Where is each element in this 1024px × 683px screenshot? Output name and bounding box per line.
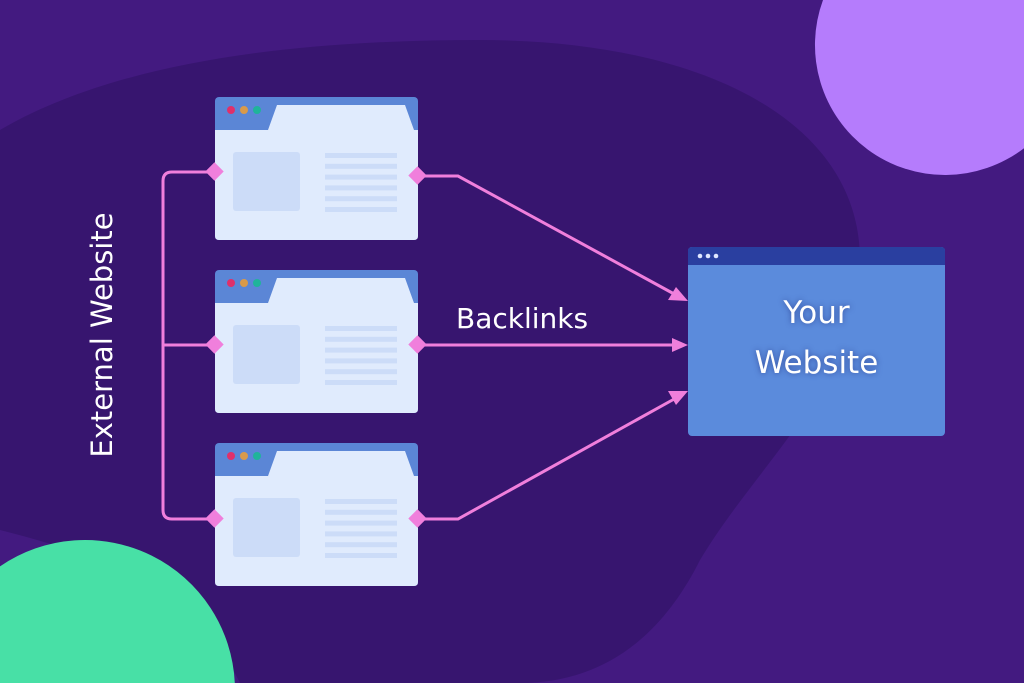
text-line-placeholder <box>325 196 397 202</box>
backlink-line-3 <box>418 396 677 521</box>
decorative-green-circle <box>0 540 235 683</box>
external-website-window <box>215 270 418 413</box>
arrow-head-1 <box>668 287 688 301</box>
external-website-window <box>215 97 418 240</box>
text-line-placeholder <box>325 509 397 515</box>
text-line-placeholder <box>325 207 397 212</box>
window-close-dot <box>227 279 235 287</box>
text-line-placeholder <box>325 336 397 342</box>
arrow-head-3 <box>668 391 688 405</box>
window-minimize-dot <box>240 452 248 460</box>
backlink-line-1 <box>418 174 677 297</box>
image-placeholder <box>233 325 300 384</box>
connectors <box>161 170 677 521</box>
external-website-window <box>215 443 418 586</box>
connector-diamonds <box>205 162 427 528</box>
window-minimize-dot <box>240 279 248 287</box>
image-placeholder <box>233 152 300 211</box>
image-placeholder <box>233 498 300 557</box>
your-website-label: Your Website <box>688 288 945 388</box>
text-line-placeholder <box>325 531 397 537</box>
window-minimize-dot <box>240 106 248 114</box>
text-line-placeholder <box>325 347 397 353</box>
text-line-placeholder <box>325 542 397 548</box>
decorative-purple-circle <box>814 0 1024 175</box>
window-maximize-dot <box>253 106 261 114</box>
text-line-placeholder <box>325 380 397 385</box>
window-close-dot <box>227 106 235 114</box>
arrowheads <box>668 287 688 405</box>
your-website-line1: Your <box>783 295 850 331</box>
backlinks-label: Backlinks <box>456 302 589 335</box>
arrow-head-2 <box>672 338 688 352</box>
text-line-placeholder <box>325 499 397 504</box>
text-line-placeholder <box>325 520 397 526</box>
text-line-placeholder <box>325 163 397 169</box>
external-website-label: External Website <box>85 212 119 458</box>
text-line-placeholder <box>325 185 397 191</box>
window-maximize-dot <box>253 279 261 287</box>
your-website-line2: Website <box>754 345 879 381</box>
text-line-placeholder <box>325 326 397 331</box>
text-line-placeholder <box>325 153 397 158</box>
text-line-placeholder <box>325 369 397 375</box>
window-maximize-dot <box>253 452 261 460</box>
your-website-window <box>688 247 945 436</box>
text-line-placeholder <box>325 174 397 180</box>
window-close-dot <box>227 452 235 460</box>
text-line-placeholder <box>325 358 397 364</box>
text-line-placeholder <box>325 553 397 558</box>
